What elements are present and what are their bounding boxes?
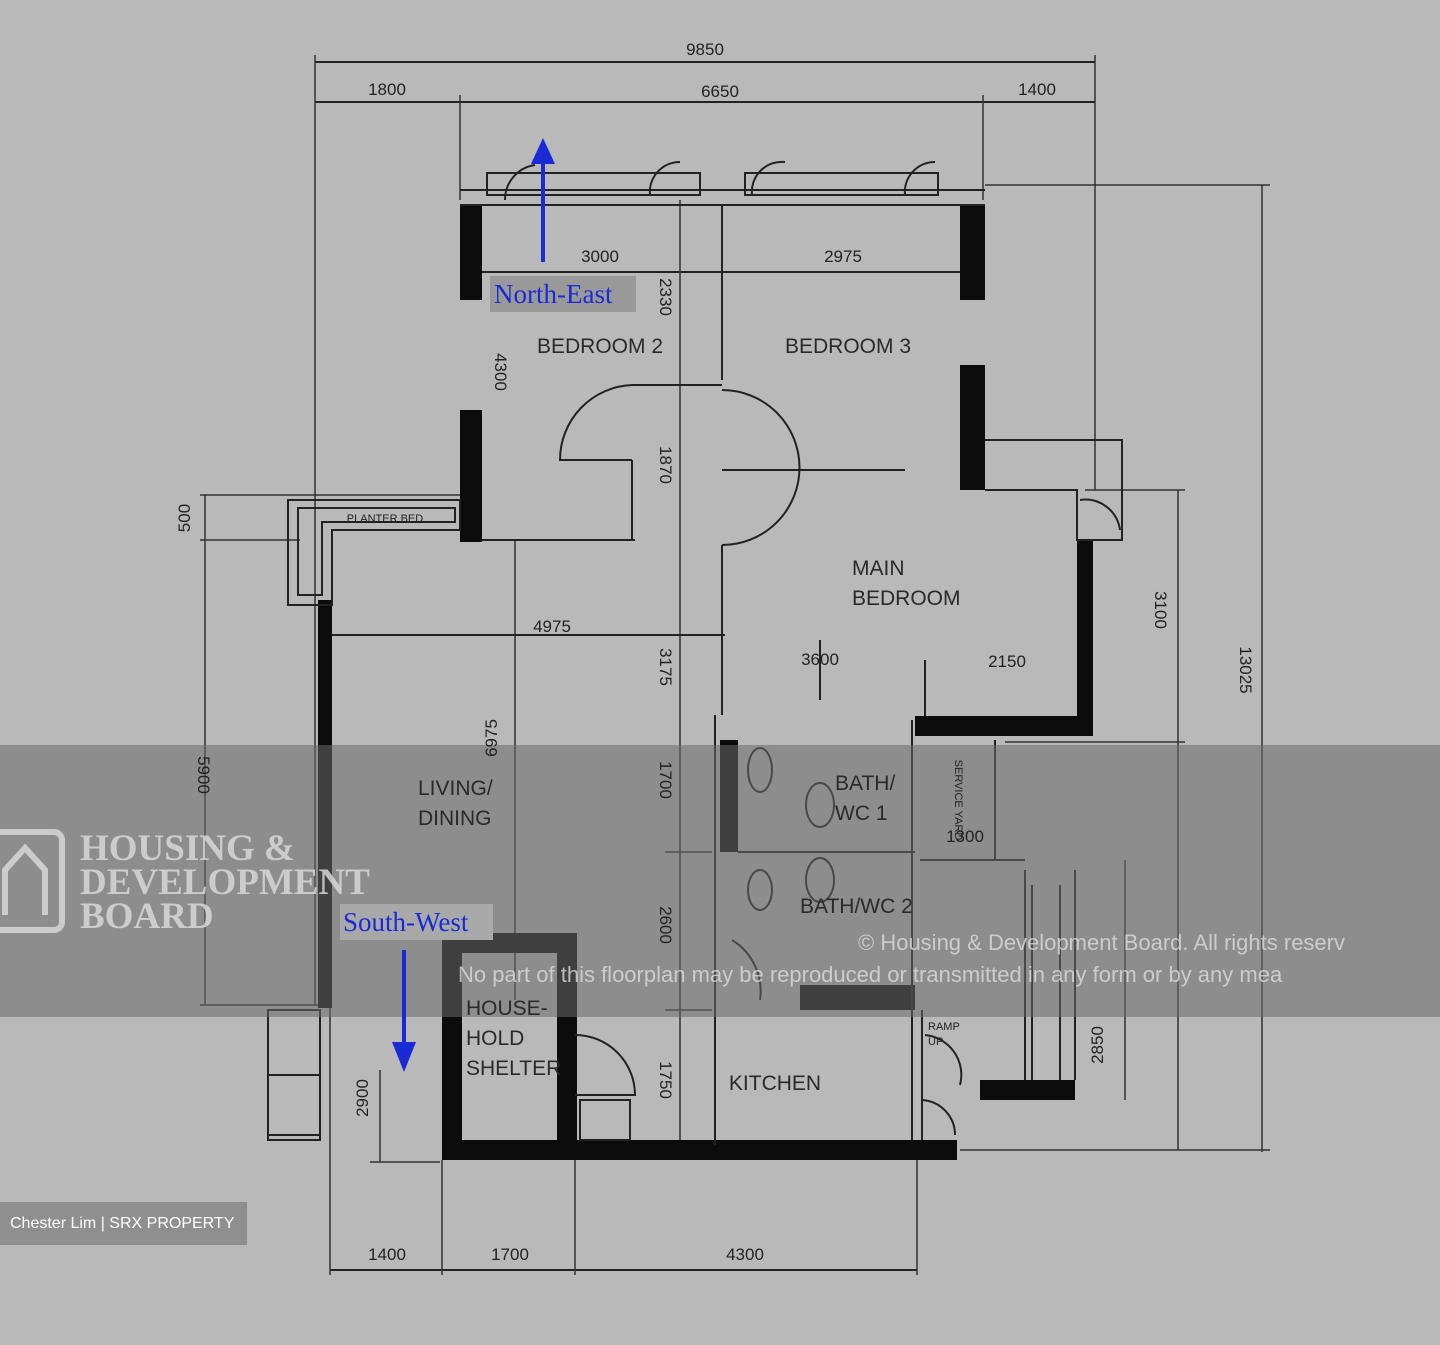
hdb-line1: HOUSING & bbox=[80, 828, 295, 869]
notice-text: No part of this floorplan may be reprodu… bbox=[458, 962, 1283, 987]
room-living-line1: LIVING/ bbox=[418, 777, 493, 800]
south-west-indicator: South-West bbox=[340, 904, 493, 1072]
dim-bath1: 1300 bbox=[946, 827, 984, 846]
dim-corridor: 1870 bbox=[656, 446, 675, 484]
dim-planter: 500 bbox=[175, 504, 194, 532]
north-east-indicator: North-East bbox=[490, 138, 636, 312]
dim-top-left: 1800 bbox=[368, 80, 406, 99]
north-east-label-bg bbox=[490, 276, 636, 312]
hdb-line2: DEVELOPMENT bbox=[80, 862, 370, 903]
dim-kitchen-v: 1750 bbox=[656, 1061, 675, 1099]
room-bath1-line2: WC 1 bbox=[835, 802, 888, 825]
copyright-text: © Housing & Development Board. All right… bbox=[858, 930, 1345, 955]
room-main-bedroom-line1: MAIN bbox=[852, 557, 905, 580]
dim-living-width: 4975 bbox=[533, 617, 571, 636]
dim-yard-v: 2900 bbox=[353, 1079, 372, 1117]
room-bedroom-3: BEDROOM 3 bbox=[785, 335, 911, 358]
room-service-yard: SERVICE YARD bbox=[952, 760, 964, 841]
room-shelter-line3: SHELTER bbox=[466, 1057, 561, 1080]
dim-bedroom2-width: 3000 bbox=[581, 247, 619, 266]
dim-top-right: 1400 bbox=[1018, 80, 1056, 99]
dim-service-v: 2850 bbox=[1088, 1026, 1107, 1064]
hdb-house-icon bbox=[0, 829, 65, 933]
dim-bottom-left: 1400 bbox=[368, 1245, 406, 1264]
room-main-bedroom-line2: BEDROOM bbox=[852, 587, 961, 610]
dim-left-v: 5900 bbox=[194, 756, 213, 794]
photo-credit: Chester Lim | SRX PROPERTY bbox=[0, 1202, 247, 1245]
south-west-label-bg bbox=[340, 904, 493, 940]
dim-overall-width: 9850 bbox=[686, 40, 724, 59]
ramp-label-line1: RAMP bbox=[928, 1021, 960, 1033]
dim-bottom-middle: 1700 bbox=[491, 1245, 529, 1264]
hdb-watermark: HOUSING & DEVELOPMENT BOARD © Housing & … bbox=[0, 828, 1345, 987]
dim-living-v: 3175 bbox=[656, 648, 675, 686]
room-shelter-line2: HOLD bbox=[466, 1027, 524, 1050]
dim-bedroom3-width: 2975 bbox=[824, 247, 862, 266]
south-west-label: South-West bbox=[343, 907, 469, 937]
room-shelter-line1: HOUSE- bbox=[466, 997, 548, 1020]
watermark-band bbox=[0, 745, 1440, 1017]
room-planter-bed: PLANTER BED bbox=[347, 513, 423, 525]
dim-main-bed-b: 2150 bbox=[988, 652, 1026, 671]
dim-bath2-v: 2600 bbox=[656, 906, 675, 944]
dim-top-middle: 6650 bbox=[701, 82, 739, 101]
down-arrow-icon bbox=[392, 1042, 416, 1072]
dim-main-bed-v: 3100 bbox=[1151, 591, 1170, 629]
ramp-label-line2: UP bbox=[928, 1036, 943, 1048]
dim-bottom-right: 4300 bbox=[726, 1245, 764, 1264]
room-labels: BEDROOM 2 BEDROOM 3 MAIN BEDROOM PLANTER… bbox=[347, 335, 964, 1095]
north-east-label: North-East bbox=[494, 279, 613, 309]
hdb-line3: BOARD bbox=[80, 896, 214, 937]
room-kitchen: KITCHEN bbox=[729, 1072, 821, 1095]
dimension-labels: 9850 1800 6650 1400 3000 2975 4975 3600 … bbox=[175, 40, 1255, 1264]
up-arrow-icon bbox=[531, 138, 555, 164]
dim-bedroom2-v2: 4300 bbox=[491, 353, 510, 391]
dim-overall-height: 13025 bbox=[1236, 646, 1255, 693]
dim-bath-v: 1700 bbox=[656, 761, 675, 799]
room-bedroom-2: BEDROOM 2 bbox=[537, 335, 663, 358]
room-bath2: BATH/WC 2 bbox=[800, 895, 913, 918]
dim-main-bed-a: 3600 bbox=[801, 650, 839, 669]
room-living-line2: DINING bbox=[418, 807, 492, 830]
dim-bedroom2-v1: 2330 bbox=[656, 278, 675, 316]
room-bath1-line1: BATH/ bbox=[835, 772, 895, 795]
dim-living-v2: 6975 bbox=[482, 719, 501, 757]
